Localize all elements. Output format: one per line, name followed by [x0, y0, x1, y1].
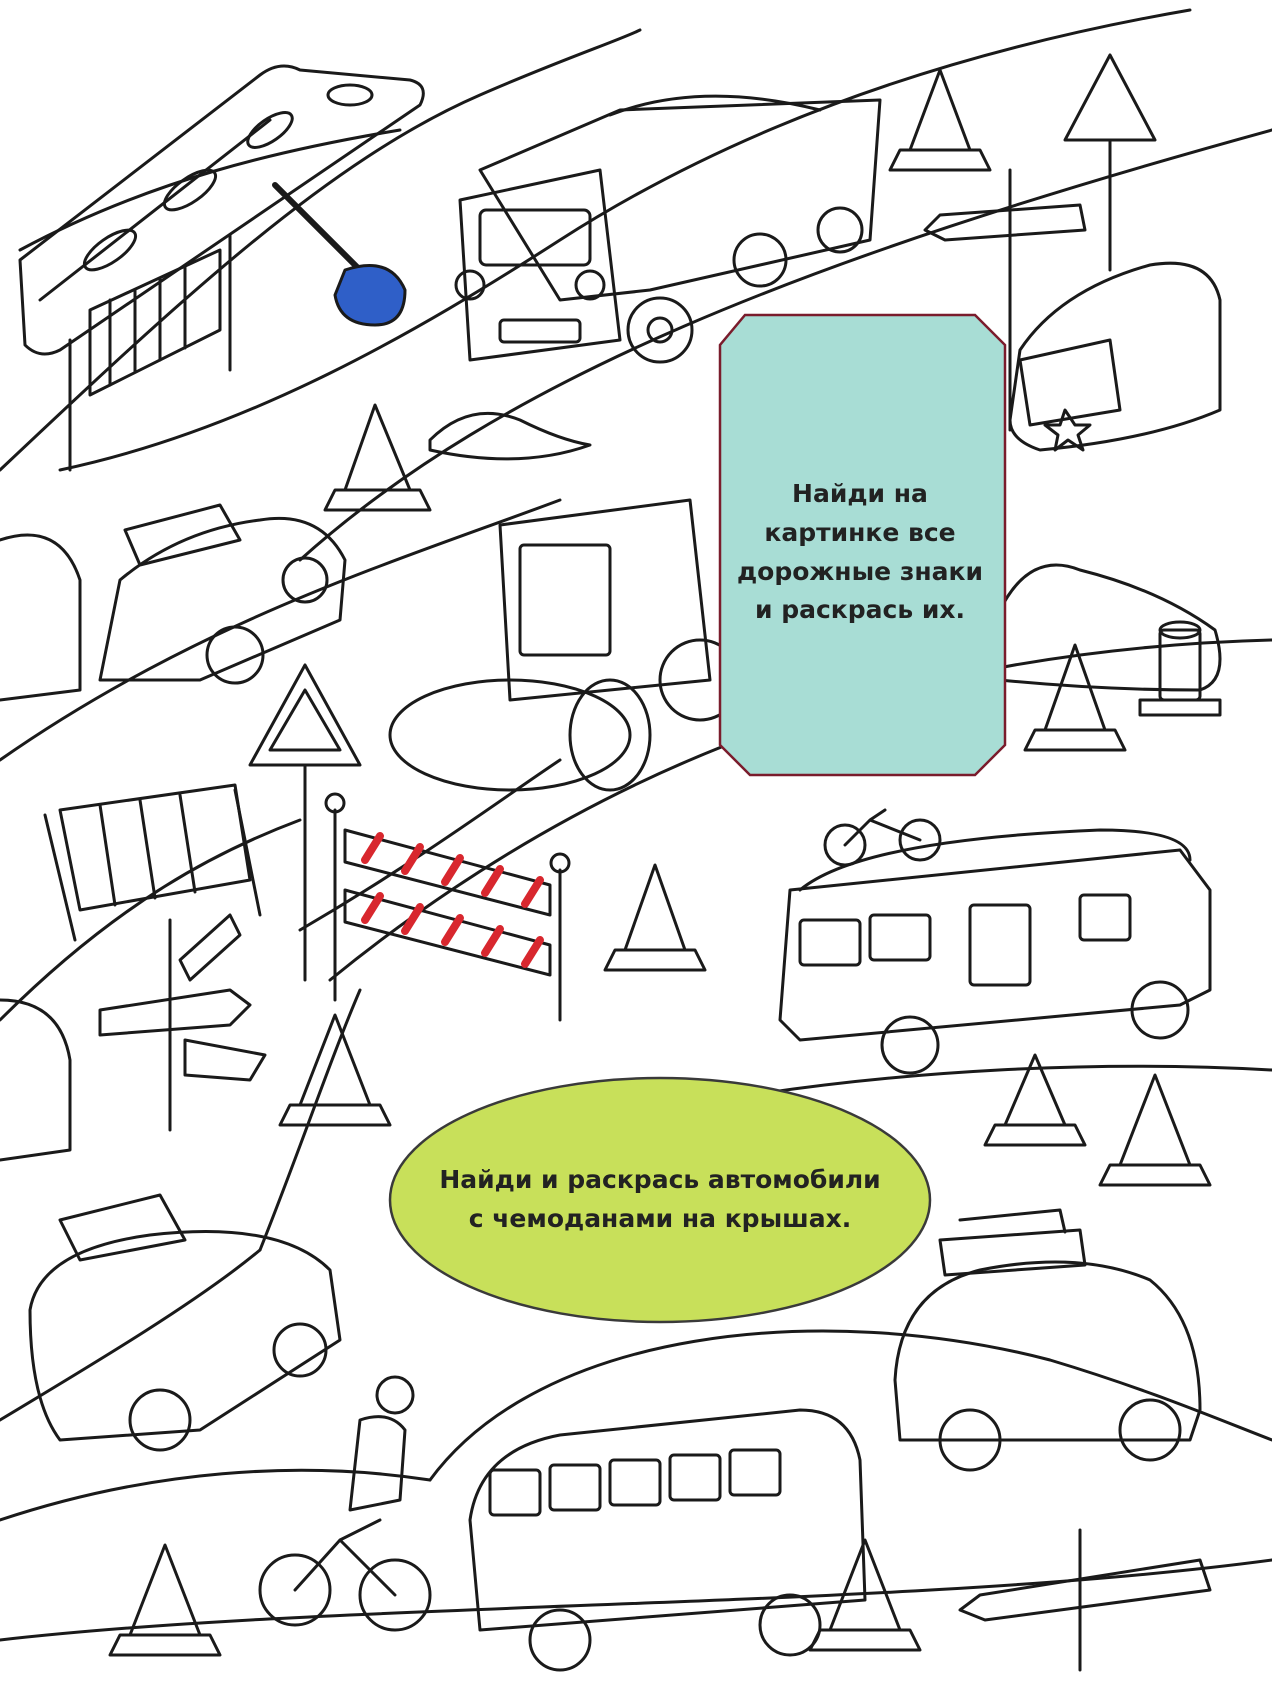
caravan-partial	[0, 998, 72, 1162]
road-lines	[0, 8, 1272, 1642]
warning-triangle-sign-icon	[248, 663, 362, 982]
traffic-cone	[108, 1543, 222, 1657]
traffic-cone	[603, 863, 707, 972]
camper-van	[778, 808, 1212, 1075]
road-roller	[388, 498, 742, 792]
cars-task-line: с чемоданами на крышах.	[468, 1204, 852, 1233]
signs-task-line: дорожные знаки	[736, 556, 983, 586]
traffic-cone	[278, 1013, 392, 1127]
striped-barrier	[324, 792, 571, 1022]
caravan-partial	[0, 533, 82, 702]
car-with-luggage	[28, 1193, 342, 1452]
small-bus	[1008, 261, 1222, 452]
stars-van	[468, 1408, 867, 1672]
traffic-cone	[888, 68, 992, 172]
cyclist	[258, 1375, 432, 1632]
direction-sign-icon	[923, 168, 1087, 432]
signs-task-line: и раскрась их.	[754, 595, 965, 625]
direction-sign-icon	[98, 913, 267, 1132]
car-with-luggage	[98, 503, 347, 685]
fence-barrier	[43, 783, 262, 942]
car-with-luggage	[893, 1208, 1202, 1472]
bridge	[18, 64, 425, 356]
cars-task-text: Найди и раскрась автомобили с чемоданами…	[395, 1080, 925, 1320]
signs-task-text: Найди на картинке все дорожные знаки и р…	[720, 330, 1000, 775]
signs-task-line: Найди на	[792, 479, 928, 508]
signs-task-box	[718, 313, 1007, 777]
traffic-cone	[983, 1053, 1087, 1147]
traffic-cone	[323, 403, 432, 512]
traffic-cone	[1098, 1073, 1212, 1187]
cars-task-box	[388, 1076, 932, 1324]
traffic-cone	[1023, 643, 1127, 752]
road-narrows-sign-icon	[1063, 53, 1157, 272]
bollard	[1138, 620, 1222, 717]
shovel-icon	[272, 182, 407, 327]
sand-pile	[428, 411, 592, 461]
fence-barrier	[68, 233, 232, 472]
dump-truck	[454, 94, 882, 364]
signs-task-line: картинке все	[764, 517, 956, 547]
sand-pile	[998, 563, 1222, 692]
cars-task-line: Найди и раскрась автомобили	[439, 1165, 881, 1195]
direction-sign-icon	[958, 1528, 1212, 1672]
